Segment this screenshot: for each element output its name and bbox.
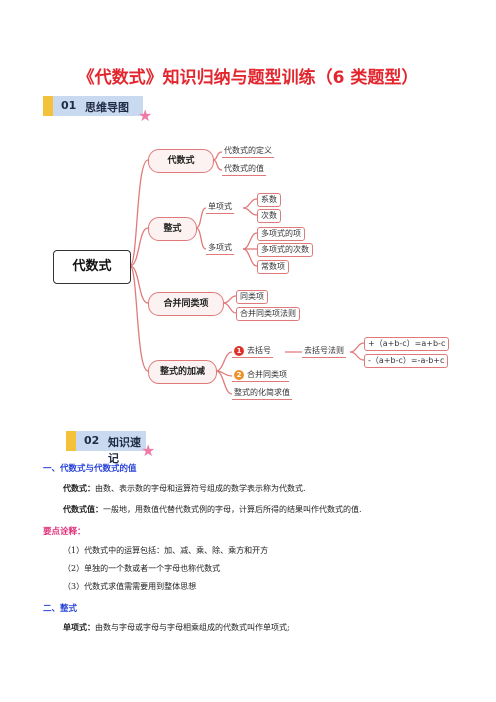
leaf-like-terms: 同类项	[236, 290, 268, 304]
number-badge-2: 2	[234, 370, 244, 380]
paragraph-definition: 代数式：由数、表示数的字母和运算符号组成的数学表示称为代数式.	[63, 483, 306, 494]
section-number: 02	[84, 434, 100, 447]
note-item-2: （2）单独的一个数或者一个字母也称代数式	[63, 564, 221, 573]
leaf-poly-terms: 多项式的项	[257, 227, 305, 241]
heading-1: 一、代数式与代数式的值	[43, 464, 137, 474]
node-duoxiangshi: 多项式	[206, 242, 234, 255]
node-danxiangshi: 单项式	[206, 201, 234, 214]
leaf-degree: 次数	[257, 209, 281, 223]
number-badge-1: 1	[234, 346, 244, 356]
section-number: 01	[61, 99, 77, 112]
branch-hebing: 合并同类项	[148, 292, 224, 316]
star-icon: ★	[141, 441, 156, 460]
term-value: 代数式值：	[63, 504, 103, 514]
paragraph-value: 代数式值：一般地，用数值代替代数式例的字母，计算后所得的结果叫作代数式的值.	[63, 504, 362, 515]
term-monomial: 单项式：	[63, 622, 95, 632]
note-heading: 要点诠释：	[43, 527, 86, 537]
heading-2: 二、整式	[43, 604, 78, 614]
leaf-coefficient: 系数	[257, 193, 281, 207]
note-item-1: （1）代数式中的运算包括：加、减、乘、除、乘方和开方	[63, 546, 269, 555]
section-label: 知识速记	[108, 436, 141, 465]
definition-text: 由数、表示数的字母和运算符号组成的数学表示称为代数式.	[95, 484, 306, 493]
banner-stripe	[66, 431, 76, 451]
leaf-combine-rule: 合并同类项法则	[236, 307, 300, 321]
value-text: 一般地，用数值代替代数式例的字母，计算后所得的结果叫作代数式的值.	[103, 505, 362, 514]
section-banner-knowledge: 02 知识速记	[66, 431, 146, 465]
section-banner-mindmap: 01 思维导图	[43, 96, 143, 116]
leaf-value: 代数式的值	[222, 163, 266, 176]
document-title: 《代数式》知识归纳与题型训练（6 类题型）	[77, 68, 419, 88]
note-item-3: （3）代数式求值需需要用到整体思想	[63, 582, 197, 591]
qukuohao-label: 去括号	[247, 346, 271, 355]
branch-zhengshi: 整式	[148, 217, 197, 241]
mindmap-root: 代数式	[53, 250, 131, 284]
banner-stripe	[43, 96, 53, 116]
node-simplify: 整式的化简求值	[232, 387, 292, 400]
leaf-definition: 代数式的定义	[222, 145, 274, 158]
monomial-text: 由数与字母或字母与字母相乘组成的代数式叫作单项式;	[95, 623, 290, 632]
formula-plus: +（a+b-c）=a+b-c	[364, 337, 450, 351]
branch-jiajian: 整式的加减	[148, 360, 217, 384]
paragraph-monomial: 单项式：由数与字母或字母与字母相乘组成的代数式叫作单项式;	[63, 622, 290, 633]
star-icon: ★	[138, 106, 153, 125]
leaf-constant: 常数项	[257, 260, 289, 274]
node-rule: 去括号法则	[302, 345, 346, 358]
section-label: 思维导图	[85, 101, 129, 114]
leaf-poly-degree: 多项式的次数	[257, 243, 313, 257]
branch-daishushi: 代数式	[148, 149, 214, 173]
formula-minus: -（a+b-c）=-a-b+c	[364, 354, 449, 368]
combine-label: 合并同类项	[247, 370, 287, 379]
term-daishushi: 代数式：	[63, 483, 95, 493]
